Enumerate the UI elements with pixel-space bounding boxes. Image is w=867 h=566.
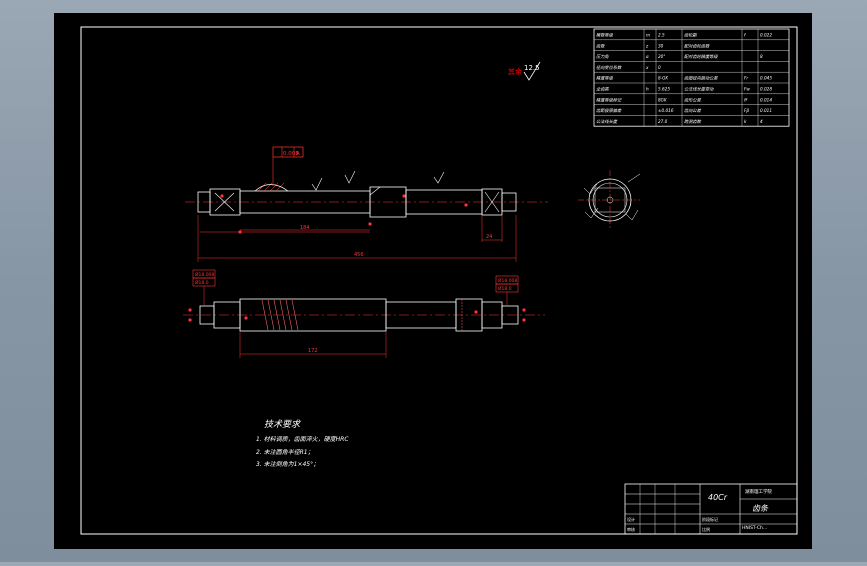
part-name: 齿条 xyxy=(752,504,769,513)
shaft-top-view: 0.005 A 456 184 24 xyxy=(185,146,548,262)
param-cell: ff xyxy=(744,97,748,102)
param-cell: x xyxy=(645,65,649,70)
material-label: 40Cr xyxy=(708,493,728,502)
tolerance-value: 0.005 xyxy=(283,151,299,157)
param-cell: 齿向公差 xyxy=(684,108,702,113)
param-cell: 精度等级 xyxy=(596,76,614,81)
drawing-number: HNIST-Ch... xyxy=(742,525,767,531)
param-cell: 配对齿轮精度等级 xyxy=(684,54,718,59)
param-cell: α xyxy=(646,54,649,59)
param-cell: 8GK xyxy=(658,97,668,102)
surface-roughness-symbol: 其余 12.5 xyxy=(508,61,541,81)
param-cell: z xyxy=(645,43,649,48)
param-cell: 公法线长度 xyxy=(596,119,618,124)
param-cell: 0.045 xyxy=(760,76,772,81)
requirement-3: 3. 未注倒角为1×45°； xyxy=(256,460,319,468)
param-cell: 全齿高 xyxy=(596,87,609,92)
lower-left-tolerance-2: Ø18.0 xyxy=(195,279,209,286)
geometric-tolerance-frame xyxy=(272,146,304,158)
param-cell: 0 xyxy=(658,65,661,70)
organization-name: 湖南理工学院 xyxy=(745,488,772,495)
param-cell: k xyxy=(744,119,747,124)
param-cell: 0.022 xyxy=(760,33,772,38)
param-cell: 压力角 xyxy=(596,54,609,59)
param-cell: 0.011 xyxy=(760,108,772,113)
lower-right-tolerance-2: Ø18.0 xyxy=(498,285,512,292)
param-cell: m xyxy=(646,33,650,38)
title-block: 40Cr 齿条 湖南理工学院 HNIST-Ch... 设计 审核 阶段标记 比例 xyxy=(624,483,798,535)
param-cell: 30 xyxy=(658,43,664,48)
param-cell: 4 xyxy=(760,119,763,124)
roughness-note: 其余 xyxy=(508,67,522,76)
param-cell: 齿形公差 xyxy=(684,97,702,102)
tb-label-design: 设计 xyxy=(627,516,635,522)
tb-label-scale: 比例 xyxy=(702,526,710,532)
param-cell: Fβ xyxy=(744,108,749,113)
tb-label-review: 审核 xyxy=(627,526,635,532)
param-cell: 径向变位系数 xyxy=(596,65,622,70)
shaft-bottom-view: Ø18.008 Ø18.0 Ø18.008 Ø18.0 172 xyxy=(183,269,545,358)
param-cell: 配对齿轮齿数 xyxy=(684,43,710,48)
tb-label-stage: 阶段标记 xyxy=(702,516,718,522)
right-dimension: 24 xyxy=(486,234,492,240)
param-cell: f xyxy=(744,33,746,38)
param-cell: 齿轮副 xyxy=(684,33,697,38)
lower-left-tolerance-1: Ø18.008 xyxy=(195,271,214,278)
param-cell: 20° xyxy=(658,54,665,59)
middle-dimension: 184 xyxy=(300,225,310,231)
requirement-2: 2. 未注圆角半径R1； xyxy=(256,448,314,456)
param-cell: 27.0 xyxy=(658,119,668,124)
param-cell: 精度等级标记 xyxy=(596,97,622,102)
param-cell: 0.014 xyxy=(760,97,772,102)
technical-requirements: 技术要求 1. 材料调质，齿面淬火，硬度HRC 2. 未注圆角半径R1； 3. … xyxy=(256,419,349,468)
lower-dimension: 172 xyxy=(308,348,318,354)
param-cell: 模数等级 xyxy=(596,33,614,38)
requirement-1: 1. 材料调质，齿面淬火，硬度HRC xyxy=(256,435,349,443)
param-cell: 齿数 xyxy=(596,43,605,48)
param-cell: 公法线长度变动 xyxy=(684,87,714,92)
datum-letter: A xyxy=(296,151,300,157)
param-cell: Fr xyxy=(744,76,748,81)
overall-dimension: 456 xyxy=(354,252,364,258)
param-cell: Fw xyxy=(744,87,750,92)
param-cell: 0.028 xyxy=(760,87,772,92)
param-cell: 2.5 xyxy=(658,33,665,38)
shaft-section-view xyxy=(578,170,641,228)
lower-right-tolerance-1: Ø18.008 xyxy=(498,277,517,284)
roughness-value: 12.5 xyxy=(524,64,540,72)
param-cell: 5.625 xyxy=(658,87,670,92)
drawing-frame xyxy=(80,26,798,535)
param-cell: 8 xyxy=(760,54,763,59)
param-cell: 8-GK xyxy=(658,76,669,81)
param-cell: ±0.016 xyxy=(658,108,674,113)
param-cell: 齿距极限偏差 xyxy=(596,108,622,113)
param-cell: 齿圈径向跳动公差 xyxy=(684,76,718,81)
requirements-title: 技术要求 xyxy=(264,419,301,430)
drawing-canvas xyxy=(54,13,812,549)
param-cell: 跨测齿数 xyxy=(684,119,702,124)
param-cell: h xyxy=(646,87,649,92)
